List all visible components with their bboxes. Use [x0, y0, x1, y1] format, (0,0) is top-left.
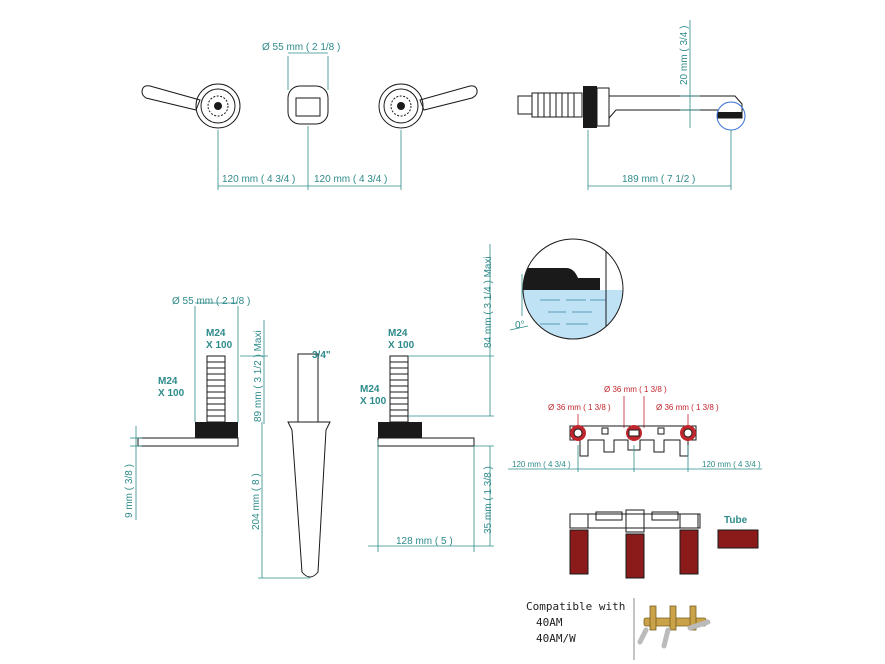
detail-angle-label: 0° — [515, 320, 525, 331]
body-right: M24 X 100 M24 X 100 84 mm ( 3 1/4 ) Maxi… — [360, 244, 494, 552]
side-height-label: 20 mm ( 3/4 ) — [679, 26, 690, 85]
body-right-thread-side-2: X 100 — [360, 396, 387, 407]
body-right-thread-side-1: M24 — [360, 384, 380, 395]
compatible-valve-image — [637, 605, 711, 649]
detail-circle: 0° — [509, 238, 624, 340]
body-right-width-label: 128 mm ( 5 ) — [396, 536, 453, 547]
body-right-max-label: 84 mm ( 3 1/4 ) Maxi — [483, 256, 494, 348]
tube-legend-label: Tube — [724, 515, 748, 526]
body-right-plate-label: 35 mm ( 1 3/8 ) — [483, 466, 494, 534]
compatible-title: Compatible with — [526, 600, 625, 613]
body-left-thread-top-1: M24 — [206, 328, 226, 339]
valve-right-diameter: Ø 36 mm ( 1 3/8 ) — [656, 403, 719, 412]
compatible-model-2: 40AM/W — [536, 632, 576, 645]
valve-left-diameter: Ø 36 mm ( 1 3/8 ) — [548, 403, 611, 412]
tube-assembly: Tube — [569, 509, 759, 579]
body-left-thread-top-2: X 100 — [206, 340, 233, 351]
body-left-thread-side-2: X 100 — [158, 388, 185, 399]
body-left-diameter-label: Ø 55 mm ( 2 1/8 ) — [172, 296, 250, 307]
valve-body: Ø 36 mm ( 1 3/8 ) Ø 36 mm ( 1 3/8 ) Ø 36… — [508, 385, 762, 472]
center-spout-top — [287, 85, 329, 125]
tube-legend-swatch — [717, 529, 759, 549]
spout: 3/4" 204 mm ( 8 ) — [251, 350, 331, 579]
side-view: 20 mm ( 3/4 ) 189 mm ( 7 1/2 ) — [517, 20, 746, 190]
body-left-max-label: 89 mm ( 3 1/2 ) Maxi — [253, 330, 264, 422]
left-handle — [141, 83, 241, 129]
body-left-plate-label: 9 mm ( 3/8 ) — [124, 464, 135, 518]
body-left-thread-side-1: M24 — [158, 376, 178, 387]
valve-spacing-right: 120 mm ( 4 3/4 ) — [702, 460, 761, 469]
body-left: Ø 55 mm ( 2 1/8 ) M24 X 100 M24 X 100 89… — [124, 296, 268, 520]
right-handle — [378, 83, 478, 129]
body-right-thread-top-1: M24 — [388, 328, 408, 339]
top-view: Ø 55 mm ( 2 1/8 ) 120 mm ( 4 3/4 ) 120 m… — [141, 42, 478, 190]
side-reach-label: 189 mm ( 7 1/2 ) — [622, 174, 695, 185]
valve-spacing-left: 120 mm ( 4 3/4 ) — [512, 460, 571, 469]
spout-thread-label: 3/4" — [312, 350, 331, 361]
compatible-section: Compatible with 40AM 40AM/W — [526, 598, 711, 660]
compatible-model-1: 40AM — [536, 616, 563, 629]
top-diameter-label: Ø 55 mm ( 2 1/8 ) — [262, 42, 340, 53]
top-spacing-right-label: 120 mm ( 4 3/4 ) — [314, 174, 387, 185]
top-spacing-left-label: 120 mm ( 4 3/4 ) — [222, 174, 295, 185]
valve-center-diameter: Ø 36 mm ( 1 3/8 ) — [604, 385, 667, 394]
body-right-thread-top-2: X 100 — [388, 340, 415, 351]
spout-length-label: 204 mm ( 8 ) — [251, 473, 262, 530]
